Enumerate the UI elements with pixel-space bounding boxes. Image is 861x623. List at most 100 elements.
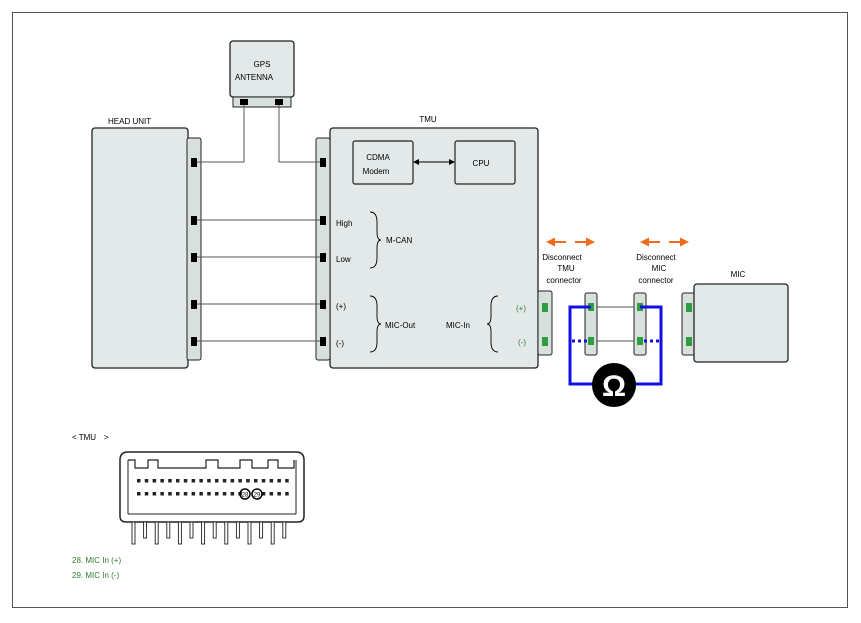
- pin-cavity: [230, 492, 235, 496]
- pin-leg: [270, 521, 275, 545]
- pin-cavity: [168, 479, 172, 483]
- pin-leg: [224, 521, 229, 545]
- disconnect-mic-arrows: [640, 237, 689, 247]
- pin: [191, 216, 197, 225]
- pin-leg: [154, 521, 159, 545]
- disc-tmu-line2: TMU: [557, 264, 575, 273]
- pin: [191, 337, 197, 346]
- pin-cavity: [199, 479, 203, 483]
- pin-leg: [201, 521, 206, 545]
- disc-tmu-line3: connector: [546, 276, 581, 285]
- pin-cavity: [137, 492, 141, 496]
- disc-mic-line2: MIC: [652, 264, 667, 273]
- tmu-connector-face: 28 29: [119, 451, 305, 545]
- mic-out-label: MIC-Out: [385, 321, 416, 330]
- pin-29-highlight: [251, 488, 263, 500]
- pin-cavity: [215, 492, 219, 496]
- pin-leg: [235, 521, 240, 539]
- pin-leg: [131, 521, 136, 545]
- connector-view-title: < TMU: [72, 433, 96, 442]
- pin-cavity: [168, 492, 172, 496]
- pin-leg: [143, 521, 148, 539]
- pin-cavity: [269, 492, 274, 496]
- head-unit: HEAD UNIT: [91, 117, 202, 369]
- pin-leg: [189, 521, 194, 539]
- pin-cavity: [191, 479, 196, 483]
- m-can-label: M-CAN: [386, 236, 412, 245]
- harness-connector-tmu-side: [584, 292, 598, 356]
- pin-cavity: [277, 492, 281, 496]
- pin-cavity: [222, 479, 227, 483]
- mic-in-minus-label: (-): [518, 338, 526, 347]
- pin-cavity: [152, 479, 157, 483]
- mic-unit: MIC: [681, 270, 789, 363]
- mic-out-minus-label: (-): [336, 339, 344, 348]
- pin-leg: [166, 521, 171, 539]
- disconnect-tmu-arrows: [546, 237, 595, 247]
- pin-cavity: [207, 479, 211, 483]
- harness-connector-mic-side: [633, 292, 647, 356]
- pin-cavity: [261, 479, 266, 483]
- pin-cavity: [191, 492, 196, 496]
- tmu-label: TMU: [419, 115, 437, 124]
- pin-legs: [131, 521, 287, 545]
- disc-mic-line1: Disconnect: [636, 253, 676, 262]
- disc-tmu-line1: Disconnect: [542, 253, 582, 262]
- pin-cavity: [144, 492, 149, 496]
- pin-cavity: [183, 492, 188, 496]
- pin-leg: [212, 521, 217, 539]
- pin: [191, 300, 197, 309]
- pin-cavity: [160, 479, 164, 483]
- ohmmeter: Ω: [568, 305, 663, 407]
- can-high-label: High: [336, 219, 352, 228]
- pin-cavity: [261, 492, 266, 496]
- pin-cavity: [285, 492, 289, 496]
- gps-label-line2: ANTENNA: [235, 73, 274, 82]
- cdma-modem-box: [352, 140, 414, 185]
- pin-29-label: 29: [254, 493, 261, 499]
- pin-cavity: [246, 479, 250, 483]
- cpu-label: CPU: [473, 159, 490, 168]
- cpu-box: [454, 140, 516, 185]
- pin-cavity: [238, 479, 242, 483]
- tmu-unit: TMU CDMA Modem CPU High Low M-CAN (+) (-…: [315, 115, 553, 369]
- pin-cavity: [254, 479, 258, 483]
- pin-cavity: [199, 492, 203, 496]
- pin-cavity: [269, 479, 274, 483]
- cdma-label-line2: Modem: [363, 167, 390, 176]
- pin-28-highlight: [239, 488, 251, 500]
- mic-in-plus-label: (+): [516, 304, 526, 313]
- pin-cavity: [152, 492, 157, 496]
- harness-wires: [597, 306, 634, 342]
- mic-in-label: MIC-In: [446, 321, 470, 330]
- pin-cavity: [285, 479, 289, 483]
- gps-label-line1: GPS: [254, 60, 271, 69]
- mic-label: MIC: [731, 270, 746, 279]
- diagram-frame: [12, 12, 848, 608]
- pin-cavity: [230, 479, 235, 483]
- pin-cavity: [222, 492, 227, 496]
- pin-cavity: [137, 479, 141, 483]
- pin-rows: [137, 479, 289, 496]
- pin-cavity: [277, 479, 281, 483]
- note-pin-28: 28. MIC In (+): [72, 556, 121, 565]
- connector-view-title-end: >: [104, 433, 109, 442]
- disc-mic-line3: connector: [638, 276, 673, 285]
- pin-cavity: [176, 492, 180, 496]
- mic-out-plus-label: (+): [336, 302, 346, 311]
- pin-cavity: [207, 492, 211, 496]
- pin-leg: [259, 521, 264, 539]
- head-unit-label: HEAD UNIT: [108, 117, 151, 126]
- pin: [191, 158, 197, 167]
- pin-cavity: [215, 479, 219, 483]
- cdma-label-line1: CDMA: [366, 153, 390, 162]
- pin-cavity: [176, 479, 180, 483]
- pin-cavity: [183, 479, 188, 483]
- pin-leg: [177, 521, 182, 545]
- pin: [191, 253, 197, 262]
- gps-antenna: GPS ANTENNA: [229, 40, 295, 108]
- can-low-label: Low: [336, 255, 351, 264]
- pin-28-label: 28: [242, 493, 249, 499]
- pin-cavity: [160, 492, 164, 496]
